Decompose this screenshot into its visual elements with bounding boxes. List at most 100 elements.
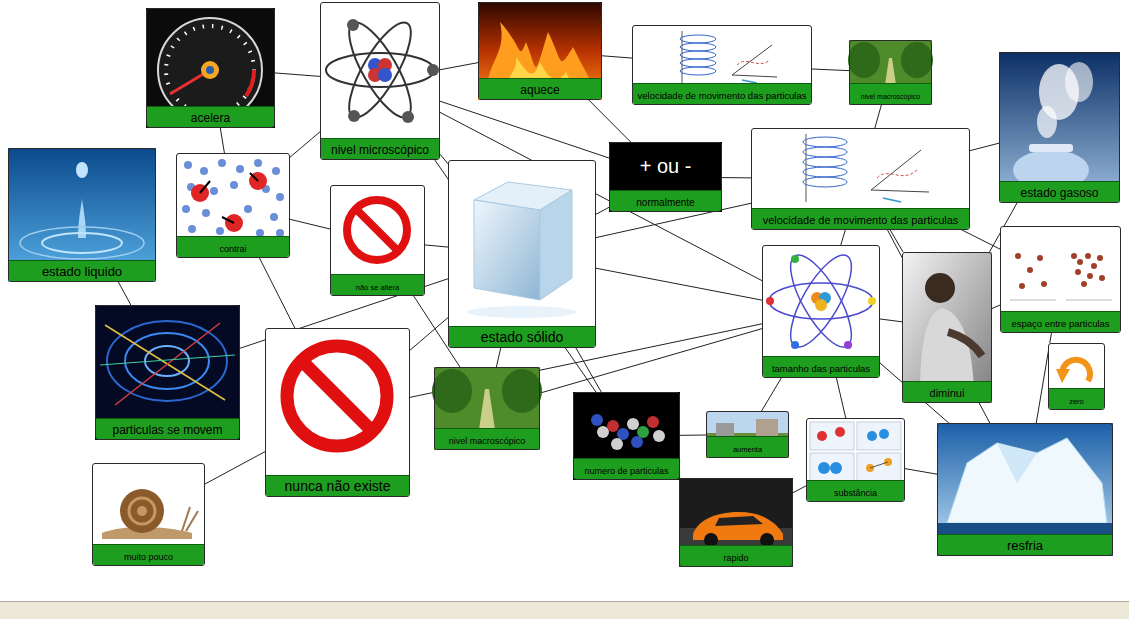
particles-picture-part [182, 159, 284, 237]
particles-picture-part-part [272, 167, 280, 175]
label-bar: estado liquido [9, 260, 155, 281]
water-picture-part [76, 162, 88, 178]
concept-box: nivel macroscópico [849, 40, 932, 105]
label-bar: resfria [938, 534, 1112, 555]
connector-line [589, 100, 631, 142]
concept-box: particulas se movem [95, 305, 240, 440]
trees-picture-part [901, 42, 933, 78]
graph-picture-part [803, 177, 847, 187]
label-bar: rapido [680, 545, 792, 566]
label-bar: acelera [147, 106, 274, 127]
black-panel-picture [609, 142, 722, 212]
graph-picture-part [680, 51, 716, 59]
connector-line [440, 101, 609, 158]
concept-box: aquece [478, 2, 602, 100]
connector-line [970, 143, 999, 151]
spacing-picture-part-part [1077, 259, 1083, 265]
particles-picture-part-part [182, 205, 190, 213]
no-sign-picture-part [287, 346, 387, 446]
concept-box: velocidade de movimento das particulas [632, 25, 812, 105]
galaxy-picture [95, 305, 240, 440]
label-bar: diminui [903, 381, 991, 402]
car-picture [679, 478, 793, 567]
particles-picture-part-part [230, 181, 238, 189]
node-label: aquece [520, 83, 559, 97]
molecules-picture-part-part [631, 436, 643, 448]
connector-line [841, 230, 845, 245]
speedometer-picture-part [146, 8, 275, 128]
node-label: rapido [723, 553, 748, 563]
atom-picture-part [779, 247, 862, 355]
status-bar-part [0, 601, 1129, 602]
connector-line [435, 160, 596, 392]
galaxy-picture-part [95, 305, 240, 440]
speedometer-picture-part [201, 61, 219, 79]
concept-box: nivel macroscópico [434, 367, 540, 450]
concept-box: aumenta [706, 411, 789, 458]
graph-picture-part [732, 45, 772, 75]
particles-picture-part [200, 181, 210, 193]
label-bar: não se altera [331, 274, 424, 295]
spacing-picture-part-part [1027, 267, 1033, 273]
speedometer-picture-part [246, 70, 254, 96]
molecules-picture-part-part [617, 428, 629, 440]
concept-box: estado liquido [8, 148, 156, 282]
street-picture-part [716, 423, 734, 437]
molecules-picture-part-part [637, 426, 649, 438]
particles-picture-part-part [254, 159, 262, 167]
snail-picture-part [120, 489, 164, 533]
node-label: diminui [930, 387, 965, 399]
molecules-picture-part [591, 414, 665, 450]
black-panel-picture-part [609, 142, 722, 212]
snail-picture-part [92, 463, 205, 566]
label-bar: nunca não existe [266, 475, 409, 496]
person-picture-part [948, 332, 982, 356]
kettle-picture-part [1065, 62, 1093, 102]
connector-line [762, 378, 782, 411]
graph-picture-part [803, 157, 847, 167]
person-picture [902, 252, 992, 403]
spacing-picture-part-part [1081, 281, 1087, 287]
particles-picture-part-part [236, 165, 244, 173]
atom-picture-part [791, 255, 799, 263]
connector-line [812, 69, 849, 71]
connector-line [836, 378, 845, 418]
concept-box: acelera [146, 8, 275, 128]
connector-line [410, 318, 448, 351]
water-picture-part [8, 148, 156, 282]
no-sign-picture-part [265, 328, 410, 497]
node-label: muito pouco [124, 552, 173, 562]
node-label: velocidade de movimento das particulas [638, 90, 807, 101]
label-bar: tamanho das particulas [763, 356, 879, 377]
connector-line [440, 63, 478, 70]
concept-box: zero [1048, 343, 1105, 410]
graph-picture-part [682, 31, 683, 85]
person-picture-part [920, 308, 974, 392]
connector-line [290, 219, 330, 229]
spacing-picture-part [1000, 226, 1121, 333]
particles-picture-part-part [216, 227, 224, 235]
concept-box: estado sólido [448, 160, 596, 348]
substance-picture-part [867, 431, 877, 441]
particles-picture-part [176, 153, 290, 258]
node-label: tamanho das particulas [772, 363, 870, 374]
substance-picture-part [810, 453, 854, 481]
particles-picture-part-part [244, 205, 252, 213]
substance-picture-part [857, 453, 901, 481]
spacing-picture [1000, 226, 1121, 333]
trees-picture-part [432, 369, 472, 413]
graph-picture-part [883, 198, 901, 202]
kettle-picture [999, 52, 1120, 203]
graph-picture-part [871, 150, 921, 190]
ice-cube-picture-part [448, 160, 596, 348]
spacing-picture-part [1066, 300, 1112, 301]
kettle-picture-part [1029, 144, 1073, 152]
spacing-picture-part-part [1015, 253, 1021, 259]
galaxy-picture-part [115, 323, 220, 405]
water-picture-part [42, 233, 122, 253]
car-picture-part [679, 478, 793, 567]
cycle-arrow-picture-part [1048, 343, 1105, 410]
connector-line [905, 469, 937, 475]
label-bar: estado sólido [449, 326, 595, 347]
